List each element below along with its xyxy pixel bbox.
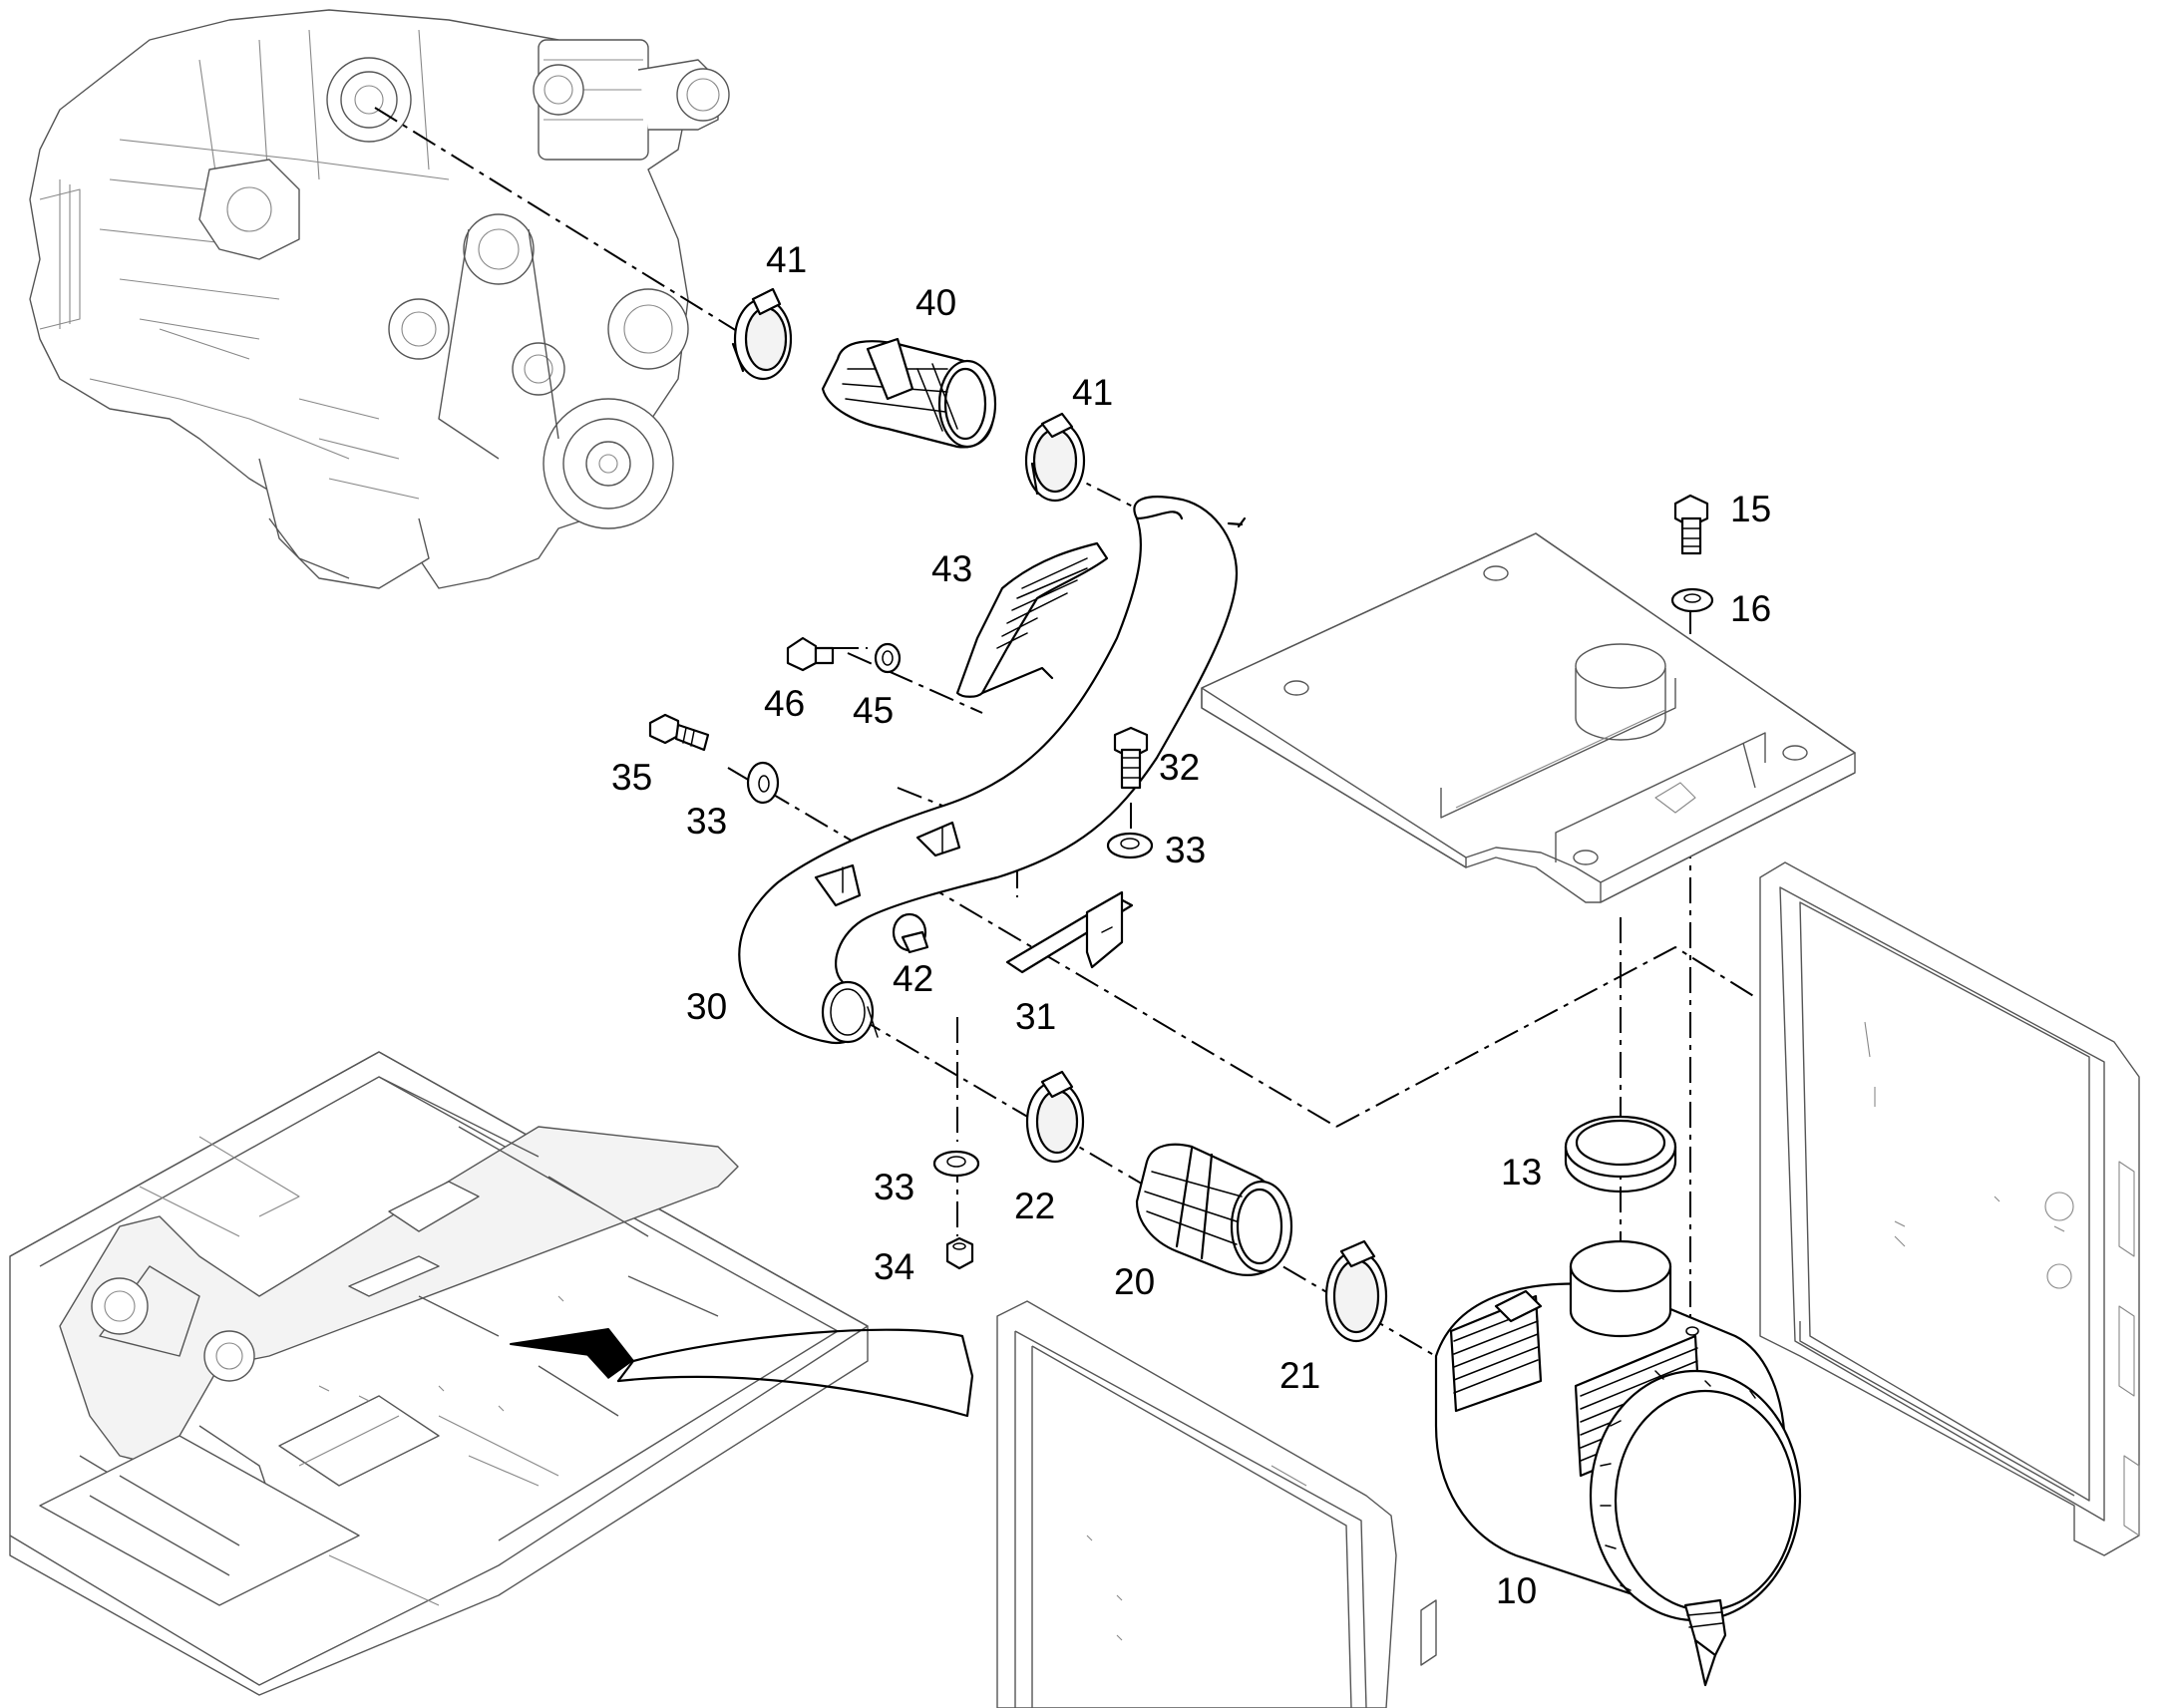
callout-13: 13 [1501,1152,1542,1193]
callout-35: 35 [611,757,652,798]
nut-part-34 [945,1236,974,1270]
callout-30: 30 [686,986,727,1027]
bolt-part-32 [1113,726,1149,790]
callout-10: 10 [1496,1570,1537,1611]
seal-ring-part-13 [1564,1115,1677,1194]
callout-43: 43 [931,548,972,589]
clamp-part-22 [1025,1070,1085,1164]
clamp-part-41-lower [1024,412,1086,503]
intake-hose-part-30 [738,496,1247,1045]
front-direction-arrow [510,1328,974,1418]
callout-33-a: 33 [686,801,727,842]
callout-41-upper: 41 [766,239,807,280]
callout-45: 45 [853,690,894,731]
clamp-part-41-upper [731,287,793,381]
air-filter-part-10 [1434,1239,1802,1687]
bolt-part-35 [648,713,710,752]
callout-41-lower: 41 [1072,372,1113,413]
screw-part-46 [786,636,835,672]
callout-16: 16 [1730,588,1771,629]
washer-part-33-b [1106,832,1154,859]
bolt-part-15 [1673,494,1709,555]
callout-20: 20 [1114,1261,1155,1302]
bracket-part-43 [955,541,1109,698]
callout-15: 15 [1730,489,1771,529]
lower-side-panel [996,1300,1437,1708]
right-side-panel [1759,861,2140,1556]
washer-part-16 [1670,587,1714,613]
washer-part-45 [874,642,902,674]
washer-part-33-a [746,761,780,805]
washer-part-33-c [932,1150,980,1178]
mounting-plate [1201,532,1856,903]
callout-42: 42 [893,958,933,999]
machine-chassis [9,1051,869,1696]
callout-21: 21 [1279,1355,1320,1396]
clamp-part-42 [892,912,929,954]
callout-34: 34 [874,1246,914,1287]
callout-33-b: 33 [1165,830,1206,870]
callout-33-c: 33 [874,1167,914,1207]
clamp-part-21 [1324,1239,1388,1343]
callout-22: 22 [1014,1186,1055,1226]
callout-40: 40 [915,282,956,323]
callout-31: 31 [1015,996,1056,1037]
adapter-part-20 [1135,1143,1293,1276]
bracket-part-31 [1005,890,1134,974]
engine-assembly [29,9,730,589]
adapter-part-40 [821,337,997,449]
callout-32: 32 [1159,747,1200,788]
callout-46: 46 [764,683,805,724]
callout-labels: 41 40 41 43 46 45 35 33 32 33 42 30 31 1… [611,239,1771,1611]
